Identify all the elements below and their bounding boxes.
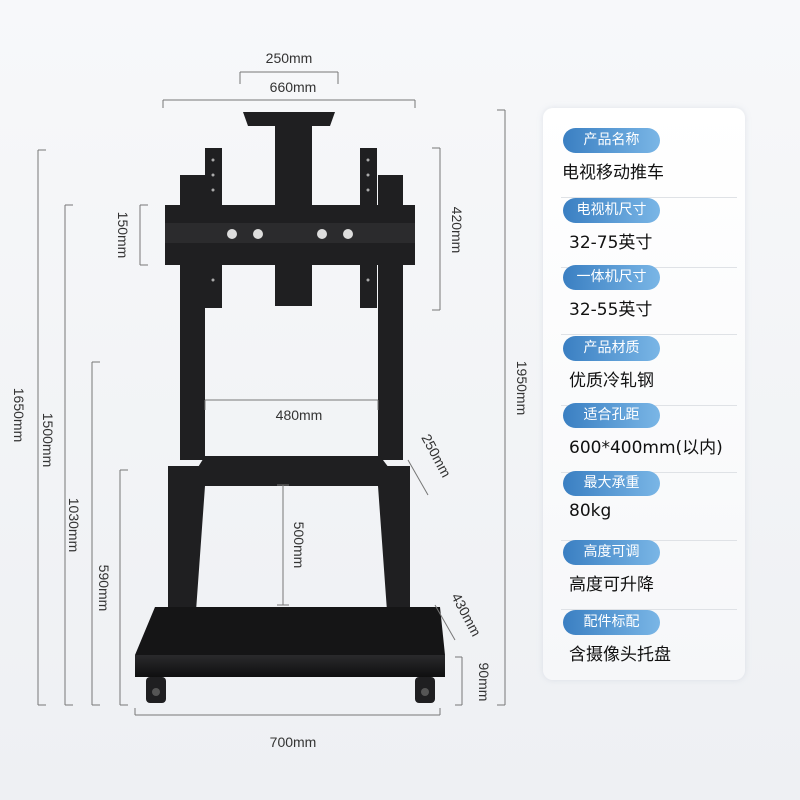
- wheel-left: [146, 677, 166, 703]
- divider: [561, 609, 737, 610]
- dim-arm-height: 420mm: [449, 207, 465, 254]
- spec-label: 高度可调: [563, 540, 660, 565]
- spec-value: 含摄像头托盘: [569, 645, 671, 665]
- spec-item-hole-spacing: 适合孔距 600*400mm(以内): [561, 403, 737, 473]
- spec-label: 产品名称: [563, 128, 660, 153]
- base-frame: [168, 466, 410, 625]
- dim-frame-height: 590mm: [96, 565, 112, 612]
- spec-label: 适合孔距: [563, 403, 660, 428]
- dim-frame-inner-height: 500mm: [291, 522, 307, 569]
- divider: [561, 197, 737, 198]
- spec-value: 32-55英寸: [569, 300, 653, 320]
- spec-item-accessories: 配件标配 含摄像头托盘: [561, 610, 725, 680]
- spec-item-height-adjustable: 高度可调 高度可升降: [561, 540, 737, 610]
- tv-cart-illustration: [135, 112, 445, 703]
- spec-label: 配件标配: [563, 610, 660, 635]
- base-platform-top: [135, 607, 445, 655]
- dim-top-plate-width: 250mm: [266, 50, 313, 66]
- dimension-lines: [37, 71, 506, 716]
- dim-base-width: 700mm: [270, 734, 317, 750]
- spec-value: 600*400mm(以内): [569, 438, 723, 458]
- spec-label: 产品材质: [563, 336, 660, 361]
- spec-value: 高度可升降: [569, 575, 654, 595]
- dim-column-spacing: 480mm: [276, 407, 323, 423]
- spec-panel: 产品名称 电视移动推车 电视机尺寸 32-75英寸 一体机尺寸 32-55英寸 …: [543, 108, 745, 680]
- dim-tray-depth: 250mm: [418, 431, 454, 480]
- spec-item-max-load: 最大承重 80kg: [561, 471, 737, 541]
- spec-item-product-name: 产品名称 电视移动推车: [561, 128, 737, 198]
- dim-total-height: 1950mm: [514, 361, 530, 415]
- dim-base-depth: 430mm: [448, 590, 484, 639]
- spec-label: 最大承重: [563, 471, 660, 496]
- spec-value: 80kg: [569, 501, 612, 521]
- spec-value: 优质冷轧钢: [569, 371, 654, 391]
- dim-max-height: 1650mm: [11, 388, 27, 442]
- spec-label: 一体机尺寸: [563, 265, 660, 290]
- dim-base-height: 90mm: [476, 663, 492, 702]
- dim-bracket-width: 660mm: [270, 79, 317, 95]
- spec-label: 电视机尺寸: [563, 198, 660, 223]
- spec-value: 电视移动推车: [562, 163, 664, 183]
- spec-item-all-in-one-size: 一体机尺寸 32-55英寸: [561, 265, 737, 335]
- spec-item-material: 产品材质 优质冷轧钢: [561, 336, 737, 406]
- base-platform: [135, 655, 445, 677]
- spec-item-tv-size: 电视机尺寸 32-75英寸: [561, 198, 737, 268]
- mounting-bracket: [165, 205, 415, 265]
- dim-tray-height: 1030mm: [66, 498, 82, 552]
- dim-min-height: 1500mm: [40, 413, 56, 467]
- top-camera-plate: [243, 112, 335, 126]
- spec-value: 32-75英寸: [569, 233, 653, 253]
- wheel-right: [415, 677, 435, 703]
- dim-bracket-height: 150mm: [115, 212, 131, 259]
- divider: [561, 334, 737, 335]
